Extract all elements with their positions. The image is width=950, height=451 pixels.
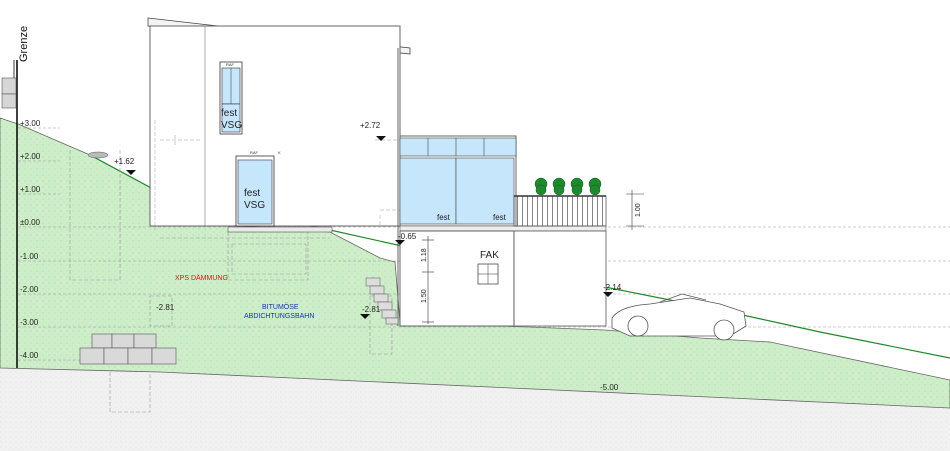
main-building xyxy=(147,17,411,326)
level-label: +1.00 xyxy=(20,185,41,194)
winter-garden-fixed-left: fest xyxy=(437,213,451,222)
elevation-lower-floor: -0.65 xyxy=(398,232,417,241)
level-label: -3.00 xyxy=(20,318,39,327)
dim-wall-lower: 1.50 xyxy=(421,289,428,303)
stone-top xyxy=(87,151,109,159)
gravel-ground xyxy=(0,368,950,451)
winter-garden-fixed-right: fest xyxy=(493,213,507,222)
elevation-foundation-right: -2.81 xyxy=(362,305,381,314)
lower-building: FAK xyxy=(399,230,607,327)
raf-label: RAF xyxy=(226,62,235,67)
level-label: -2.00 xyxy=(20,285,39,294)
dim-railing: 1.00 xyxy=(635,203,642,217)
window-fixed-label: fest xyxy=(244,188,260,199)
winter-garden: fest fest xyxy=(399,135,607,232)
retaining-stones xyxy=(79,333,177,365)
elevation-foundation-left: -2.81 xyxy=(156,303,175,312)
window-vsg-label: VSG xyxy=(244,200,265,211)
elevation-garage: -2.14 xyxy=(603,283,622,292)
raf-k-label: K xyxy=(278,150,281,155)
fak-label: FAK xyxy=(480,250,499,261)
dim-wall-upper: 1.18 xyxy=(421,248,428,262)
balcony-railing xyxy=(513,195,607,227)
terrace-slab xyxy=(227,226,333,233)
boundary-post xyxy=(1,77,17,95)
boundary-label: Grenze xyxy=(18,26,30,62)
dimension-lines xyxy=(422,190,644,324)
insulation-note: XPS DÄMMUNG xyxy=(175,274,228,282)
level-label: +3.00 xyxy=(20,119,41,128)
raf-label: RAF xyxy=(250,150,259,155)
lower-window: RAF K fest VSG xyxy=(235,150,281,227)
window-fixed-label: fest xyxy=(221,108,237,119)
waterproofing-note-2: ABDICHTUNGSBAHN xyxy=(244,313,314,320)
level-label: +2.00 xyxy=(20,152,41,161)
car-outline xyxy=(611,293,747,341)
level-label: -4.00 xyxy=(20,351,39,360)
waterproofing-note-1: BITUMÖSE xyxy=(262,303,299,311)
balcony-plants xyxy=(534,177,602,196)
stair-stones xyxy=(365,277,399,325)
upper-window: RAF fest VSG xyxy=(219,61,243,135)
level-label: -1.00 xyxy=(20,252,39,261)
elevation-upper-floor: +2.72 xyxy=(360,121,381,130)
boundary-post-lower xyxy=(1,93,17,109)
elevation-markers: +1.62 +2.72 -0.65 -2.14 -2.81 -2.81 -5.0… xyxy=(114,121,622,392)
level-label: ±0.00 xyxy=(20,218,41,227)
window-vsg-label: VSG xyxy=(221,120,242,131)
elevation-terrain-top: +1.62 xyxy=(114,157,135,166)
elevation-road: -5.00 xyxy=(600,383,619,392)
